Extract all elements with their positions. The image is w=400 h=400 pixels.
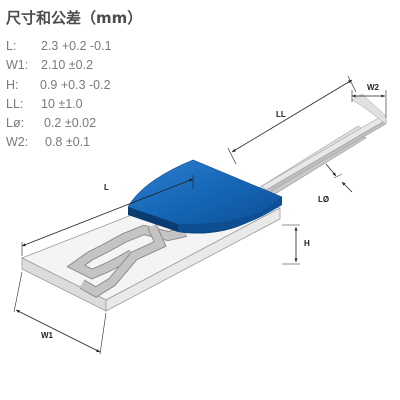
spec-label: W1:: [6, 58, 29, 73]
spec-label: W2:: [6, 135, 29, 150]
spec-value: 10 ±1.0: [41, 96, 83, 111]
spec-label: Lø:: [6, 116, 25, 131]
dimension-label-w2: W2: [367, 83, 380, 92]
dimension-w1: W1: [13, 271, 107, 355]
spec-label: L:: [6, 39, 17, 53]
lead-wire: [251, 93, 387, 203]
dimension-label-w1: W1: [41, 331, 54, 340]
spec-value: 2.10 ±0.2: [41, 58, 94, 73]
dimension-h: H: [282, 224, 310, 265]
dimension-label-l: L: [104, 183, 109, 192]
spec-value: 0.9 +0.3 -0.2: [40, 77, 111, 92]
dimension-label-h: H: [304, 239, 310, 248]
dimension-label-ll: LL: [276, 110, 286, 119]
spec-label: H:: [6, 77, 19, 92]
dimension-l: L: [21, 175, 194, 256]
spec-value: 0.2 ±0.02: [44, 116, 97, 131]
dimension-ll: LL: [227, 75, 357, 165]
spec-value: 0.8 ±0.1: [45, 135, 91, 150]
dimension-w2: W2: [351, 83, 387, 118]
spec-label: LL:: [6, 96, 24, 111]
dimension-label-l-diameter: LØ: [318, 195, 329, 204]
dimension-l-diameter: LØ: [318, 163, 353, 204]
page-title: 尺寸和公差（mm）: [6, 9, 143, 27]
spec-value: 2.3 +0.2 -0.1: [41, 39, 112, 53]
